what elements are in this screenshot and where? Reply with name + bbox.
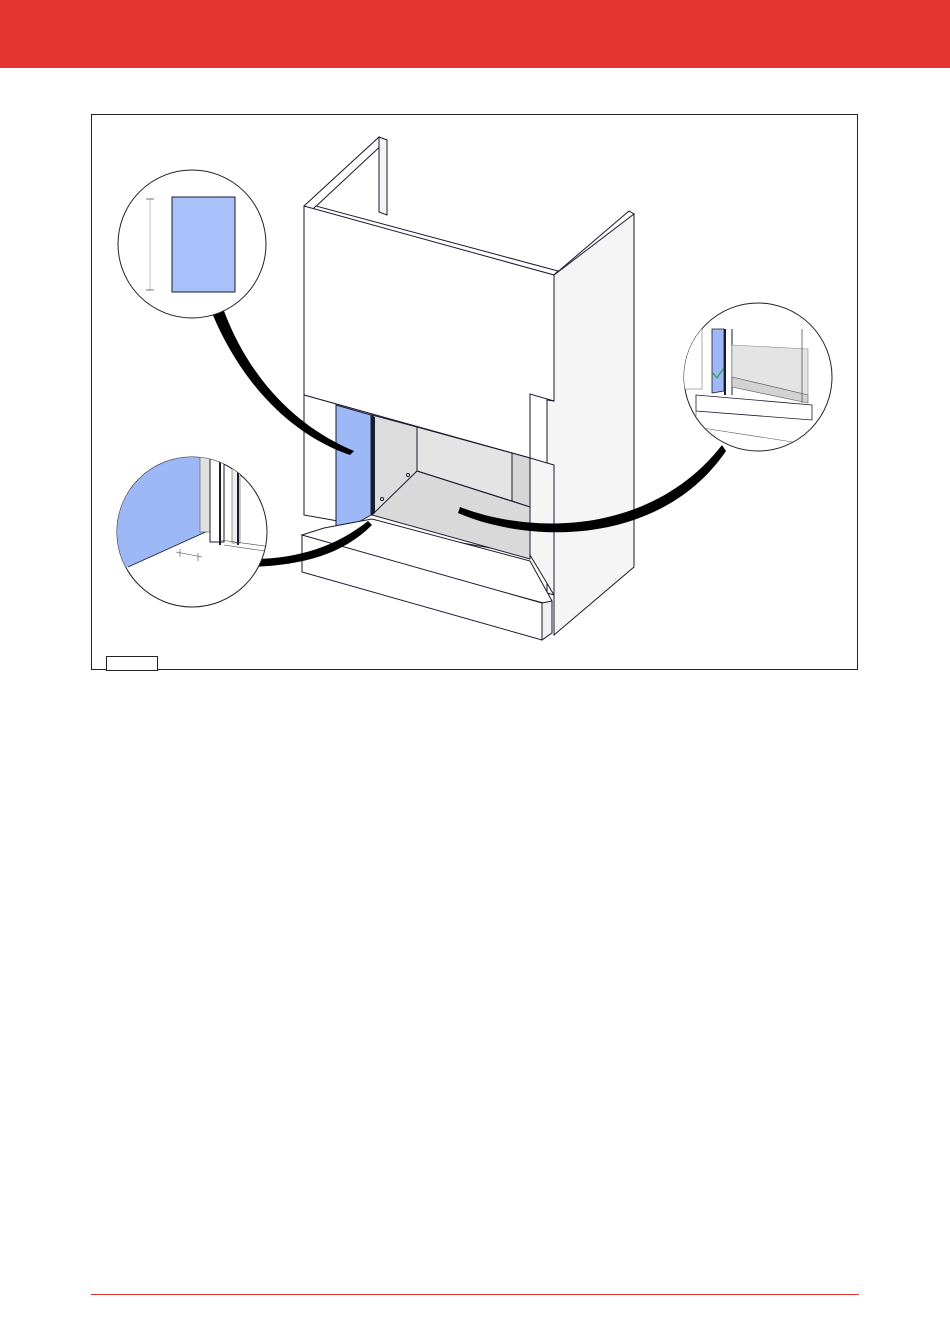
detail-circle-bottom-left — [112, 457, 272, 607]
figure-label-box — [106, 656, 158, 671]
figure-frame — [91, 114, 858, 670]
blue-lining-panel — [336, 405, 375, 535]
footer-rule — [91, 1294, 859, 1295]
cavity-right-strip — [512, 453, 530, 507]
detail-circle-right — [682, 303, 832, 451]
right-side-face — [547, 214, 634, 635]
detail-circle-top-left — [118, 170, 266, 318]
isometric-fireplace-diagram — [92, 115, 859, 671]
left-wall-top — [304, 137, 387, 210]
left-wall-side — [379, 137, 387, 215]
header-band — [0, 0, 950, 68]
hearth-side — [542, 601, 552, 640]
detail-panel-rect — [172, 197, 235, 292]
